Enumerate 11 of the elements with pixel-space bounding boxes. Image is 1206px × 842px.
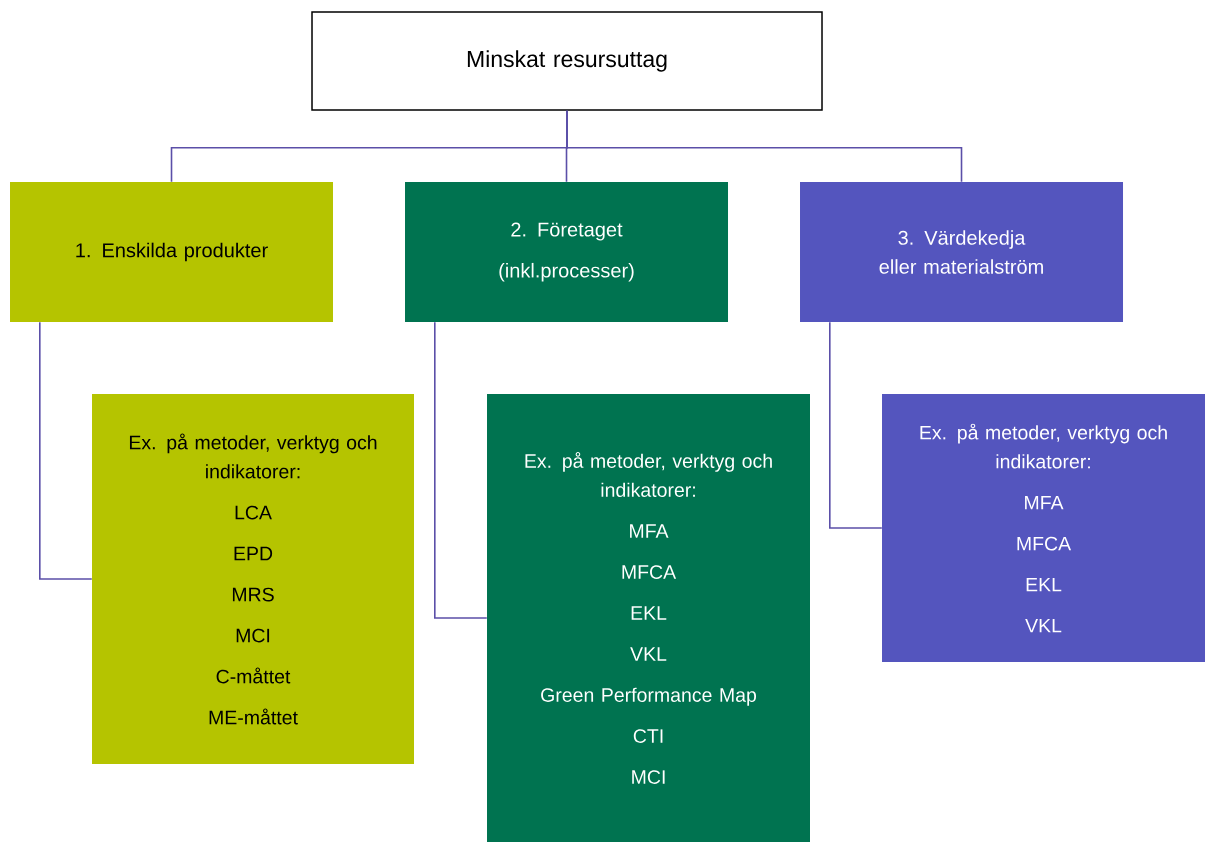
title-box: Minskat resursuttag bbox=[311, 11, 823, 111]
category-box: 1. Enskilda produkter bbox=[10, 182, 333, 322]
connector-line bbox=[434, 321, 488, 619]
examples-box: Ex. på metoder, verktyg och indikatorer: MFA MFCA EKL VKL Green Performance Map CTI MCI bbox=[487, 394, 810, 842]
category-box: 2. Företaget (inkl.processer) bbox=[405, 182, 728, 322]
connector-line bbox=[566, 109, 963, 183]
examples-box: Ex. på metoder, verktyg och indikatorer: MFA MFCA EKL VKL bbox=[882, 394, 1205, 662]
connector-line bbox=[829, 321, 883, 529]
connector-line bbox=[39, 321, 93, 580]
category-box: 3. Värdekedja eller materialström bbox=[800, 182, 1123, 322]
examples-box: Ex. på metoder, verktyg och indikatorer: LCA EPD MRS MCI C-måttet ME-måttet bbox=[92, 394, 414, 764]
